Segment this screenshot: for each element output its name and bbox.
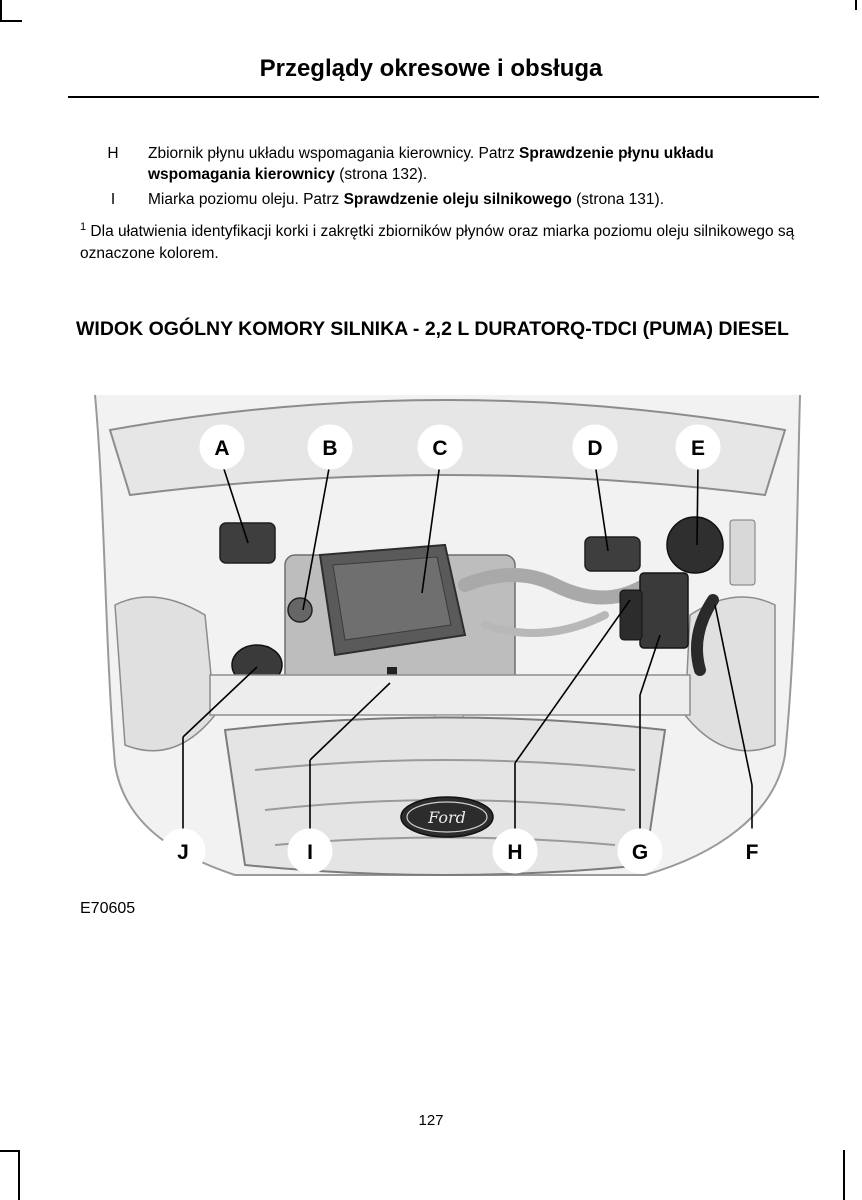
crop-mark (18, 1150, 20, 1200)
front-grille (223, 716, 667, 876)
section-title: WIDOK OGÓLNY KOMORY SILNIKA - 2,2 L DURA… (76, 318, 789, 340)
crop-mark (0, 1150, 20, 1152)
footnote: 1 Dla ułatwienia identyfikacji korki i z… (80, 216, 800, 265)
callout-d: D (587, 437, 602, 460)
leader-lines (182, 462, 753, 833)
callout-h: H (507, 841, 522, 864)
brake-fluid-reservoir (666, 516, 724, 574)
crop-mark (855, 0, 857, 10)
callout-b: B (322, 437, 337, 460)
grille-bar (254, 759, 636, 771)
ford-badge-ring (406, 801, 488, 833)
callout-j: J (177, 841, 189, 864)
item-key: I (110, 191, 116, 208)
power-steering-reservoir (619, 589, 643, 641)
callout-g: G (632, 841, 648, 864)
crop-mark (0, 0, 2, 22)
washer-cap (584, 536, 641, 572)
callout-e: E (691, 437, 705, 460)
air-filter-cover (332, 556, 452, 641)
ford-badge (400, 796, 494, 838)
cross-reference-link[interactable]: Sprawdzenie płynu układu wspomagania kie… (148, 145, 714, 183)
battery-box (639, 572, 689, 649)
fuse-box (729, 519, 756, 586)
list-item: I Miarka poziomu oleju. Patrz Sprawdzeni… (103, 189, 803, 211)
left-fender (114, 596, 216, 752)
crop-mark (0, 20, 22, 22)
radiator-hose (691, 594, 719, 676)
figure-code: E70605 (80, 900, 136, 917)
oil-filler-cap (287, 597, 313, 623)
footnote-marker: 1 (80, 221, 87, 233)
callout-labels: A B C D E J I H G F (160, 424, 775, 874)
ford-badge-text: Ford (427, 808, 466, 827)
footnote-text: Dla ułatwienia identyfikacji korki i zak… (80, 223, 795, 262)
cross-reference-link[interactable]: Sprawdzenie oleju silnikowego (343, 191, 572, 208)
radiator-support (209, 674, 691, 716)
item-text: Miarka poziomu oleju. Patrz Sprawdzenie … (148, 191, 664, 208)
coolant-hose (481, 611, 609, 637)
callout-a: A (214, 437, 229, 460)
engine-bay-illustration: Ford A B C D E J I H G (94, 394, 801, 876)
list-item: H Zbiornik płynu układu wspomagania kier… (103, 143, 803, 187)
item-text: Zbiornik płynu układu wspomagania kierow… (148, 145, 714, 183)
crop-mark (843, 1150, 845, 1200)
header-divider (68, 96, 819, 98)
item-key: H (107, 145, 119, 162)
page-title: Przeglądy okresowe i obsługa (259, 55, 603, 82)
callout-i: I (307, 841, 313, 864)
callout-f: F (746, 841, 759, 864)
page-number: 127 (418, 1112, 444, 1129)
callout-c: C (432, 437, 447, 460)
